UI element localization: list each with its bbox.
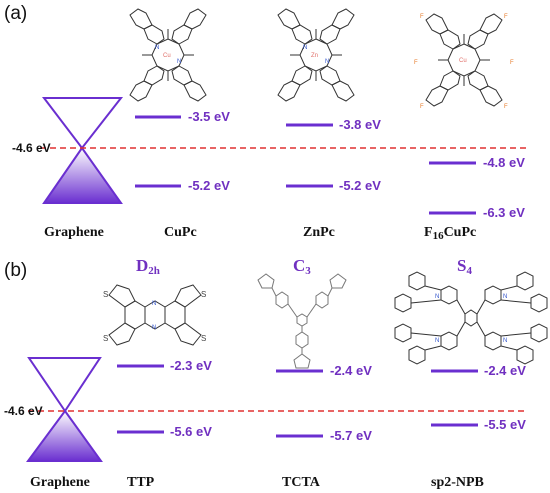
reference-level-a: -4.6 eV [12, 141, 51, 155]
graphene-cone-b [26, 357, 103, 462]
nitrogen-atom-label: N [503, 294, 507, 300]
tcta-structure [257, 273, 347, 369]
f16cupc-name: F16CuPc [424, 225, 476, 242]
znpc-lumo-label: -3.8 eV [339, 117, 381, 132]
ttp-structure: S S S S N N [103, 284, 206, 346]
fluorine-atom-label: F [420, 104, 424, 110]
cupc-lumo-label: -3.5 eV [188, 109, 230, 124]
ttp-homo-label: -5.6 eV [170, 424, 212, 439]
sulfur-atom-label: S [103, 334, 108, 343]
cupc-structure: Cu N N [129, 8, 207, 102]
fluorine-atom-label: F [504, 14, 508, 20]
sulfur-atom-label: S [201, 334, 206, 343]
sulfur-atom-label: S [103, 290, 108, 299]
sp2npb-symmetry-label: S4 [457, 256, 472, 277]
metal-atom-label: Cu [459, 58, 467, 64]
znpc-homo-label: -5.2 eV [339, 178, 381, 193]
ttp-name: TTP [127, 475, 155, 490]
metal-atom-label: Cu [163, 53, 171, 59]
ttp-symmetry-label: D2h [136, 256, 160, 277]
fluorine-atom-label: F [510, 60, 514, 66]
metal-atom-label: Zn [311, 53, 318, 59]
nitrogen-atom-label: N [155, 45, 159, 51]
sulfur-atom-label: S [201, 290, 206, 299]
nitrogen-atom-label: N [503, 338, 507, 344]
fluorine-atom-label: F [414, 60, 418, 66]
graphene-label-a: Graphene [44, 225, 104, 240]
sp2npb-structure: N N N N [394, 271, 548, 365]
f16cupc-structure: Cu F F F F F F [414, 13, 514, 110]
tcta-symmetry-label: C3 [293, 256, 311, 277]
tcta-homo-label: -5.7 eV [330, 428, 372, 443]
panel-a-label: (a) [4, 3, 27, 24]
nitrogen-atom-label: N [152, 325, 156, 331]
znpc-name: ZnPc [303, 225, 335, 240]
reference-level-b: -4.6 eV [4, 404, 43, 418]
znpc-structure: Zn N N [277, 8, 355, 102]
tcta-lumo-label: -2.4 eV [330, 363, 372, 378]
sp2npb-homo-label: -5.5 eV [484, 417, 526, 432]
cupc-name: CuPc [164, 225, 197, 240]
nitrogen-atom-label: N [177, 59, 181, 65]
sp2npb-lumo-label: -2.4 eV [484, 363, 526, 378]
f16cupc-lumo-label: -4.8 eV [483, 155, 525, 170]
panel-b-label: (b) [4, 260, 27, 281]
graphene-label-b: Graphene [30, 475, 90, 490]
f16cupc-homo-label: -6.3 eV [483, 205, 525, 220]
fluorine-atom-label: F [504, 104, 508, 110]
ttp-lumo-label: -2.3 eV [170, 358, 212, 373]
cupc-homo-label: -5.2 eV [188, 178, 230, 193]
nitrogen-atom-label: N [152, 301, 156, 307]
fluorine-atom-label: F [420, 14, 424, 20]
nitrogen-atom-label: N [325, 59, 329, 65]
sp2npb-name: sp2-NPB [431, 475, 484, 490]
graphene-cone-a [41, 97, 124, 204]
nitrogen-atom-label: N [435, 338, 439, 344]
nitrogen-atom-label: N [435, 294, 439, 300]
nitrogen-atom-label: N [303, 45, 307, 51]
tcta-name: TCTA [282, 475, 321, 490]
